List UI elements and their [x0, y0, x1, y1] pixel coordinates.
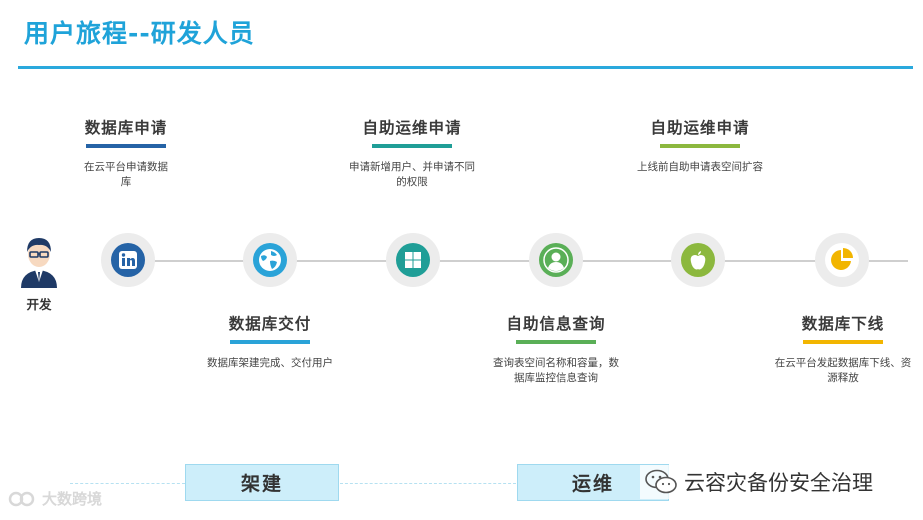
step-accent-bar	[660, 144, 740, 148]
step-title: 自助运维申请	[650, 119, 750, 137]
step-accent-bar	[230, 340, 310, 344]
actor-label: 开发	[26, 297, 52, 312]
timeline-node-1	[101, 233, 155, 287]
apple-icon	[690, 251, 706, 270]
timeline-node-2	[243, 233, 297, 287]
brand-logo-icon	[8, 491, 35, 506]
step-3: 自助运维申请 申请新增用户、并申请不同的权限	[332, 116, 492, 190]
page-title: 用户旅程--研发人员	[24, 19, 255, 48]
actor: 开发	[16, 234, 62, 313]
watermark-left: 大数跨境	[8, 488, 102, 509]
wechat-icon	[645, 469, 677, 494]
step-6: 数据库下线 在云平台发起数据库下线、资源释放	[763, 312, 923, 386]
step-desc: 查询表空间名称和容量，数据库监控信息查询	[493, 357, 619, 384]
timeline-node-6	[815, 233, 869, 287]
title-divider	[18, 66, 913, 69]
phase-build: 架建	[185, 464, 339, 501]
pie-chart-icon	[831, 248, 853, 270]
step-title: 数据库申请	[84, 119, 168, 137]
step-title: 自助运维申请	[362, 119, 462, 137]
timeline-node-3	[386, 233, 440, 287]
step-desc: 上线前自助申请表空间扩容	[637, 161, 763, 173]
step-title: 自助信息查询	[506, 315, 606, 333]
watermark-right-text: 云容灾备份安全治理	[684, 471, 873, 495]
phase-divider-mid	[340, 483, 516, 484]
windows-icon	[405, 252, 421, 268]
timeline-node-4	[529, 233, 583, 287]
step-title: 数据库下线	[801, 315, 885, 333]
step-desc: 申请新增用户、并申请不同的权限	[349, 161, 475, 188]
step-accent-bar	[372, 144, 452, 148]
step-2: 数据库交付 数据库架建完成、交付用户	[190, 312, 350, 371]
developer-avatar-icon	[21, 238, 57, 288]
linkedin-icon	[119, 251, 137, 269]
user-icon	[543, 247, 569, 273]
step-5: 自助运维申请 上线前自助申请表空间扩容	[620, 116, 780, 175]
step-title: 数据库交付	[228, 315, 312, 333]
step-desc: 在云平台发起数据库下线、资源释放	[774, 357, 912, 384]
globe-icon	[259, 249, 281, 271]
step-1: 数据库申请 在云平台申请数据库	[46, 116, 206, 190]
phase-divider-left	[70, 483, 185, 484]
timeline-line	[128, 260, 908, 262]
step-accent-bar	[516, 340, 596, 344]
step-accent-bar	[803, 340, 883, 344]
step-desc: 数据库架建完成、交付用户	[207, 357, 333, 369]
step-desc: 在云平台申请数据库	[84, 161, 168, 188]
step-accent-bar	[86, 144, 166, 148]
step-4: 自助信息查询 查询表空间名称和容量，数据库监控信息查询	[476, 312, 636, 386]
timeline-node-5	[671, 233, 725, 287]
watermark-right: 云容灾备份安全治理	[640, 465, 877, 499]
watermark-left-text: 大数跨境	[42, 490, 103, 508]
